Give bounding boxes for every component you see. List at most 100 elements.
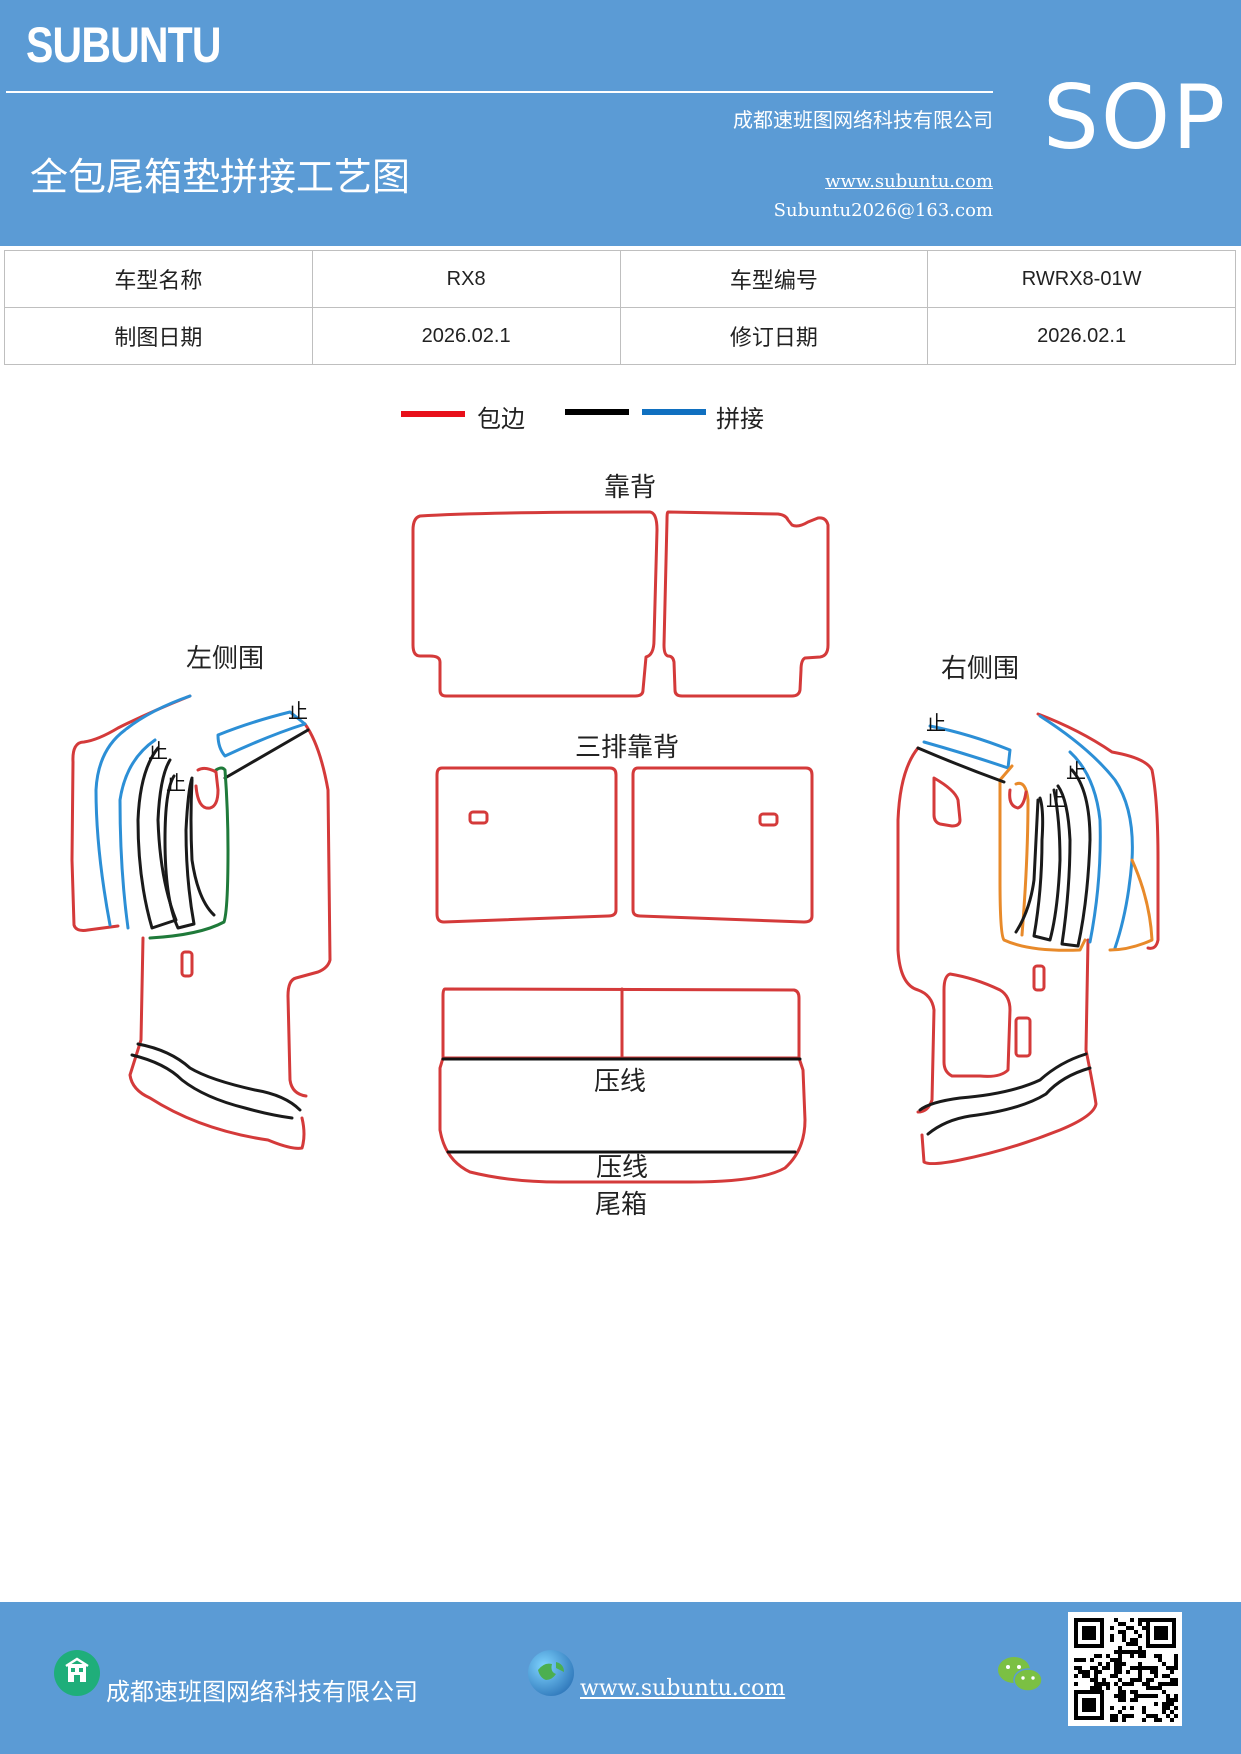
qr-module [1174, 1658, 1178, 1662]
qr-module [1174, 1682, 1178, 1686]
qr-module [1078, 1666, 1082, 1670]
qr-module [1098, 1662, 1102, 1666]
qr-module [1118, 1670, 1122, 1674]
qr-module [1138, 1662, 1142, 1666]
right-stop-mark-1: 止 [926, 711, 946, 735]
qr-module [1118, 1666, 1122, 1670]
qr-module [1118, 1690, 1122, 1694]
third-row-panel-right [631, 766, 814, 924]
third-row-slot-left [468, 810, 489, 825]
qr-module [1110, 1638, 1114, 1642]
qr-module [1142, 1682, 1146, 1686]
qr-code [1068, 1612, 1182, 1726]
qr-module [1106, 1682, 1110, 1686]
left-side-label: 左侧围 [186, 644, 264, 674]
left-blue-top-strip [216, 710, 307, 758]
left-blue-splice-inner [118, 738, 157, 930]
qr-module [1090, 1686, 1094, 1690]
right-orange-edge [1108, 858, 1154, 952]
header-website-link[interactable]: www.subuntu.com [825, 171, 993, 192]
qr-module [1106, 1654, 1110, 1658]
qr-module [1130, 1638, 1134, 1642]
qr-module [1094, 1674, 1098, 1678]
qr-module [1154, 1670, 1158, 1674]
qr-module [1114, 1662, 1118, 1666]
qr-module [1082, 1670, 1086, 1674]
left-green-splice [148, 766, 230, 940]
qr-module [1114, 1618, 1118, 1622]
qr-module [1114, 1718, 1118, 1722]
qr-module [1166, 1674, 1170, 1678]
qr-module [1122, 1650, 1126, 1654]
qr-module [1146, 1682, 1150, 1686]
third-row-slot-right [758, 812, 779, 827]
right-side-label: 右侧围 [941, 654, 1019, 684]
right-side-black-lower [918, 1052, 1088, 1112]
qr-module [1118, 1630, 1122, 1634]
qr-module [1098, 1654, 1102, 1658]
wechat-icon[interactable] [996, 1654, 1044, 1696]
qr-module [1170, 1702, 1174, 1706]
right-orange-splice [998, 764, 1087, 952]
qr-module [1174, 1714, 1178, 1718]
qr-module [1118, 1662, 1122, 1666]
qr-module [1126, 1650, 1130, 1654]
qr-module [1118, 1658, 1122, 1662]
qr-module [1118, 1698, 1122, 1702]
qr-module [1126, 1642, 1130, 1646]
legend: 包边 拼接 [401, 405, 764, 433]
qr-module [1166, 1698, 1170, 1702]
qr-module [1154, 1686, 1158, 1690]
qr-module [1158, 1654, 1162, 1658]
qr-module [1118, 1622, 1122, 1626]
right-black-strip-3 [1014, 798, 1040, 934]
qr-module [1138, 1678, 1142, 1682]
qr-module [1142, 1694, 1146, 1698]
qr-module [1074, 1658, 1078, 1662]
third-row-panel-left [435, 766, 618, 924]
right-side-black-lower-2 [926, 1066, 1092, 1136]
qr-module [1118, 1710, 1122, 1714]
footer-website-link[interactable]: www.subuntu.com [580, 1676, 786, 1701]
trunk-label: 尾箱 [595, 1190, 647, 1220]
legend-edge-label: 包边 [477, 405, 525, 433]
qr-module [1142, 1650, 1146, 1654]
qr-module [1078, 1658, 1082, 1662]
qr-module [1154, 1654, 1158, 1658]
qr-module [1162, 1702, 1166, 1706]
qr-module [1142, 1706, 1146, 1710]
qr-module [1102, 1682, 1106, 1686]
qr-module [1126, 1670, 1130, 1674]
qr-module [1166, 1702, 1170, 1706]
qr-module [1110, 1706, 1114, 1710]
qr-module [1082, 1674, 1086, 1678]
revise-date-label: 修订日期 [619, 307, 929, 365]
qr-module [1138, 1634, 1142, 1638]
qr-module [1094, 1682, 1098, 1686]
qr-module [1134, 1678, 1138, 1682]
left-black-strip-3 [189, 778, 216, 917]
qr-module [1122, 1718, 1126, 1722]
qr-module [1146, 1714, 1150, 1718]
right-black-strip-1 [1056, 768, 1092, 948]
qr-module [1094, 1670, 1098, 1674]
qr-module [1122, 1682, 1126, 1686]
left-side-outline-2 [286, 722, 332, 1098]
left-side-panel: 止 止 止 [70, 694, 332, 1150]
globe-icon [528, 1650, 574, 1696]
qr-module [1162, 1710, 1166, 1714]
qr-module [1078, 1670, 1082, 1674]
qr-module [1142, 1618, 1146, 1622]
qr-module [1122, 1690, 1126, 1694]
right-stop-mark-2: 止 [1066, 759, 1086, 783]
qr-module [1090, 1678, 1094, 1682]
page-title: 全包尾箱垫拼接工艺图 [30, 155, 411, 199]
right-cutout-upper [932, 776, 962, 828]
qr-module [1142, 1710, 1146, 1714]
qr-module [1126, 1682, 1130, 1686]
right-black-strip-2 [1032, 788, 1062, 942]
qr-module [1174, 1654, 1178, 1658]
right-orange-splice-2 [1014, 781, 1030, 937]
qr-module [1150, 1678, 1154, 1682]
qr-module [1114, 1694, 1118, 1698]
